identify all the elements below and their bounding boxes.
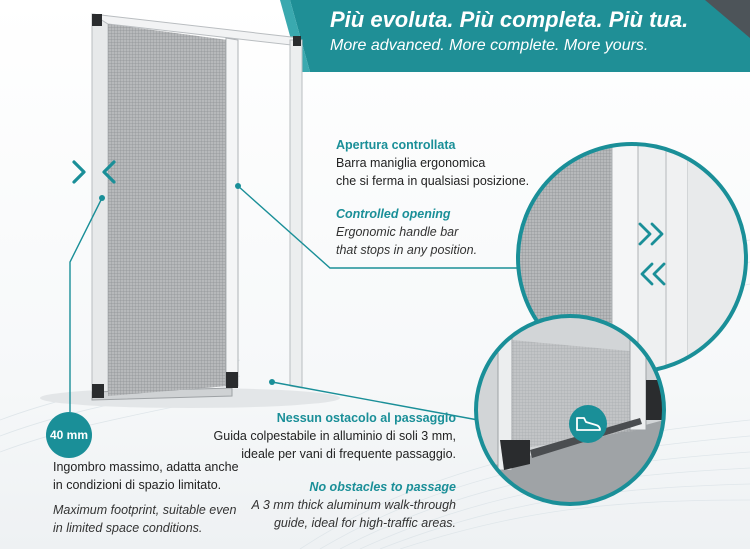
passage-title-en: No obstacles to passage <box>309 480 456 494</box>
footprint-line2-en: in limited space conditions. <box>53 521 203 535</box>
passage-line2-en: guide, ideal for high-traffic areas. <box>273 516 456 530</box>
shoe-icon <box>576 417 601 431</box>
chevron-right-icon <box>72 160 86 184</box>
subline: More advanced. More complete. More yours… <box>330 37 649 54</box>
passage-title-it: Nessun ostacolo al passaggio <box>276 411 456 425</box>
headline: Più evoluta. Più completa. Più tua. <box>330 7 689 32</box>
footprint-badge: 40 mm <box>46 412 92 458</box>
opening-title-en: Controlled opening <box>336 207 451 221</box>
footprint-line2-it: in condizioni di spazio limitato. <box>53 478 222 492</box>
footprint-line1-en: Maximum footprint, suitable even <box>53 503 237 517</box>
double-chevron-right-icon <box>638 222 664 246</box>
opening-title-it: Apertura controllata <box>336 138 456 152</box>
opening-line1-en: Ergonomic handle bar <box>336 225 459 239</box>
mesh-panel <box>108 24 228 396</box>
passage-line2-it: ideale per vani di frequente passaggio. <box>241 447 456 461</box>
handle-bar <box>225 37 239 388</box>
double-chevron-left-icon <box>640 262 666 286</box>
opening-line1-it: Barra maniglia ergonomica <box>336 156 486 170</box>
floor-guide-detail-circle <box>474 314 666 506</box>
passage-line1-it: Guida colpestabile in alluminio di soli … <box>213 429 456 443</box>
opening-line2-it: che si ferma in qualsiasi posizione. <box>336 174 530 188</box>
footprint-line1-it: Ingombro massimo, adatta anche <box>53 460 239 474</box>
chevron-left-icon <box>102 160 116 184</box>
passage-line1-en: A 3 mm thick aluminum walk-through <box>251 498 456 512</box>
opening-line2-en: that stops in any position. <box>336 243 478 257</box>
